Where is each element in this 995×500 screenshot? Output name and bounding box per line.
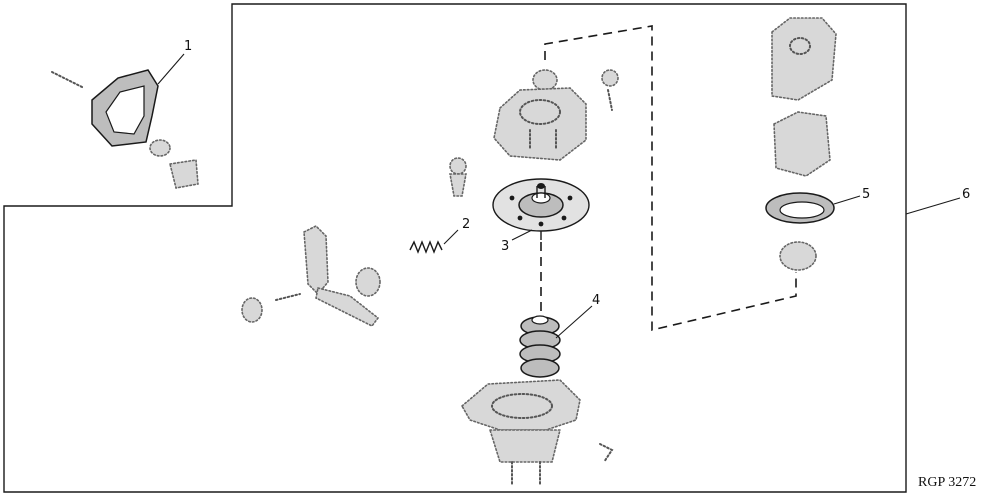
callout-4: 4 [592, 293, 600, 308]
upper-housing [449, 69, 619, 197]
valve-cover-part [771, 17, 837, 177]
diaphragm-plate-part [492, 178, 590, 312]
callout-5: 5 [862, 187, 870, 202]
callout-3: 3 [501, 239, 509, 254]
callout-6: 6 [962, 187, 970, 202]
assembly-dash-line [544, 25, 797, 332]
gasket-part [51, 69, 199, 189]
leader-6 [905, 197, 961, 215]
kit-boundary-frame [3, 3, 907, 493]
leader-2 [443, 229, 459, 245]
callout-1: 1 [184, 39, 192, 54]
small-spring-part [409, 240, 443, 254]
rocker-arm-linkage [241, 225, 381, 328]
leader-1 [157, 53, 185, 85]
figure-code: RGP 3272 [918, 475, 976, 490]
leader-4 [555, 305, 593, 339]
callout-2: 2 [462, 217, 470, 232]
leader-3 [511, 229, 533, 241]
lower-housing [460, 379, 614, 485]
valve-gasket-part [765, 192, 835, 271]
diaphragm-spring-part [519, 315, 561, 378]
leader-5 [833, 195, 861, 205]
